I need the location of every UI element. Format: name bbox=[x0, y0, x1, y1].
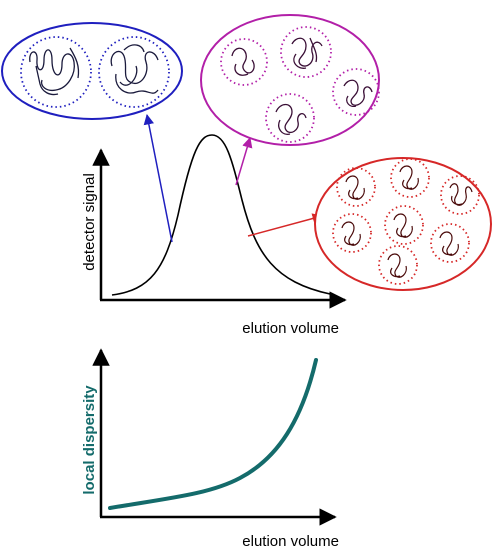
coil-peak-1 bbox=[220, 38, 268, 86]
top-y-axis-label: detector signal bbox=[81, 173, 98, 271]
coil-late-2 bbox=[390, 158, 430, 198]
peak-fraction-group bbox=[200, 14, 380, 146]
coil-late-1 bbox=[336, 167, 376, 207]
coil-peak-3 bbox=[332, 68, 380, 116]
coil-early-1 bbox=[20, 36, 92, 108]
coil-late-3 bbox=[440, 175, 480, 215]
late-group-outline bbox=[314, 157, 492, 291]
late-fraction-arrow bbox=[247, 213, 324, 237]
top-plot: detector signal elution volume bbox=[81, 134, 347, 337]
peak-fraction-arrow bbox=[235, 136, 253, 186]
coil-peak-4 bbox=[265, 93, 315, 143]
coil-late-7 bbox=[378, 245, 418, 285]
bottom-plot: local dispersity elution volume bbox=[81, 348, 339, 550]
coil-peak-2 bbox=[280, 26, 332, 78]
early-group-outline bbox=[1, 22, 183, 120]
local-dispersity-curve bbox=[108, 358, 318, 510]
late-fraction-group bbox=[314, 157, 492, 291]
coil-late-6 bbox=[430, 223, 470, 263]
top-x-axis-label: elution volume bbox=[242, 320, 339, 337]
early-fraction-arrow bbox=[143, 113, 173, 243]
coil-early-2 bbox=[98, 36, 170, 108]
peak-group-outline bbox=[200, 14, 380, 146]
coil-late-5 bbox=[384, 205, 424, 245]
bottom-y-axis-label: local dispersity bbox=[81, 385, 98, 495]
early-fraction-group bbox=[1, 22, 183, 120]
elution-peak-curve bbox=[111, 134, 331, 296]
coil-late-4 bbox=[332, 213, 372, 253]
bottom-x-axis-label: elution volume bbox=[242, 533, 339, 550]
